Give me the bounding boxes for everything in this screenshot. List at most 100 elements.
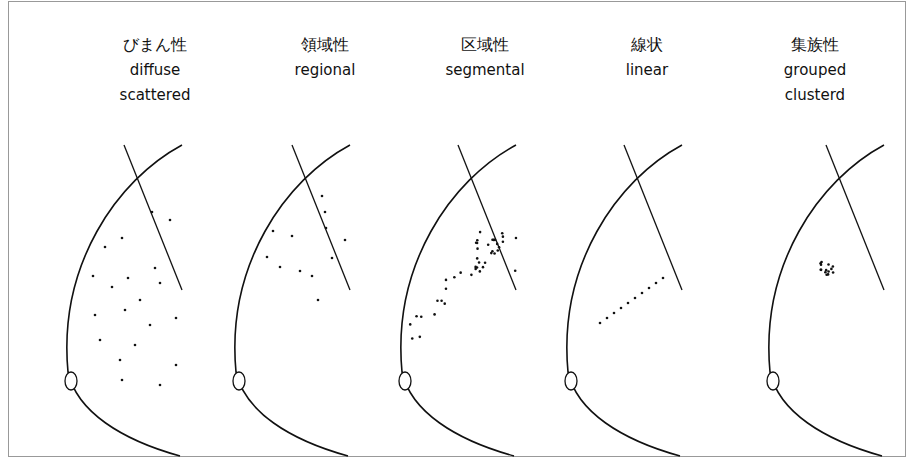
calcification-dot: [459, 271, 462, 274]
calcification-dot: [820, 269, 823, 272]
calcification-dot: [139, 299, 142, 302]
calcification-dot: [299, 270, 302, 273]
calcification-dot: [620, 307, 623, 310]
calcification-dot: [324, 211, 327, 214]
pattern-term: segmental: [445, 61, 524, 79]
frame: [9, 2, 906, 457]
calcification-dot: [344, 239, 347, 242]
calcification-dot: [832, 271, 835, 274]
calcification-dot: [159, 282, 162, 285]
calcification-dot: [627, 302, 630, 305]
pattern-title: びまん性: [123, 35, 187, 54]
calcification-dot: [496, 249, 499, 252]
pattern-title: 線状: [631, 35, 663, 54]
calcification-dot: [151, 211, 154, 214]
pattern-term: diffuse: [130, 61, 181, 79]
calcification-dot: [127, 277, 130, 280]
nipple: [399, 372, 411, 390]
pattern-term: grouped: [784, 61, 846, 79]
calcification-dot: [92, 275, 95, 278]
calcification-dot: [641, 292, 644, 295]
calcification-dot: [827, 270, 830, 273]
calcification-dot: [159, 384, 162, 387]
pattern-term: regional: [295, 61, 356, 79]
calcification-dot: [502, 235, 505, 238]
calcification-dot: [317, 299, 320, 302]
calcification-dot: [411, 337, 414, 340]
calcification-dot: [266, 256, 269, 259]
calcification-dot: [420, 315, 423, 318]
breast-contour: [67, 145, 182, 456]
calcification-dot: [175, 317, 178, 320]
pattern-title: 集族性: [791, 35, 839, 54]
calcification-dot: [478, 261, 481, 264]
calcification-dot: [104, 246, 107, 249]
calcification-dot: [175, 364, 178, 367]
calcification-dot: [119, 359, 122, 362]
calcification-dot: [409, 323, 412, 326]
calcification-dot: [453, 276, 456, 279]
breast-outline: [399, 145, 517, 456]
calcification-dot: [482, 266, 485, 269]
calcification-dot: [279, 266, 282, 269]
axis-line: [292, 145, 350, 290]
calcification-dot: [124, 309, 127, 312]
axis-line: [458, 145, 516, 290]
calcification-dot: [476, 247, 479, 250]
calcification-dot: [325, 227, 328, 230]
axis-line: [624, 145, 682, 290]
pattern-term: scattered: [120, 86, 191, 104]
calcification-dot: [819, 269, 822, 272]
nipple: [65, 372, 77, 390]
calcification-dot: [606, 317, 609, 320]
calcification-dot: [492, 239, 495, 242]
calcification-dot: [487, 243, 490, 246]
calcification-dot: [436, 300, 439, 303]
calcification-dot: [111, 286, 114, 289]
breast-contour: [769, 145, 884, 456]
calcification-dot: [415, 315, 418, 318]
calcification-dot: [149, 324, 152, 327]
calcification-dot: [498, 246, 501, 249]
nipple: [233, 372, 245, 390]
calcification-dot: [502, 240, 505, 243]
calcification-dot: [433, 313, 436, 316]
calcification-dot: [476, 242, 479, 245]
calcification-dot: [121, 379, 124, 382]
pattern-term: clusterd: [785, 86, 845, 104]
calcification-dot: [476, 239, 479, 242]
pattern-title: 領域性: [301, 35, 349, 54]
calcification-dot: [476, 257, 479, 260]
breast-outline: [565, 145, 682, 456]
calcification-dot: [599, 322, 602, 325]
breast-outline: [233, 145, 350, 456]
calcification-dot: [99, 339, 102, 342]
calcification-dot: [832, 265, 835, 268]
calcification-dot: [331, 257, 334, 260]
calcification-dot: [134, 344, 137, 347]
calcification-dot: [311, 275, 314, 278]
pattern-term: linear: [626, 61, 668, 79]
calcification-dot: [94, 314, 97, 317]
calcification-dot: [820, 263, 823, 266]
calcification-dot: [825, 273, 828, 276]
breast-outline: [767, 145, 884, 456]
calcification-dot: [272, 230, 275, 233]
nipple: [565, 372, 577, 390]
calcification-dot: [824, 271, 827, 274]
axis-line: [826, 145, 884, 290]
breast-contour: [567, 145, 682, 456]
calcification-dot: [648, 287, 651, 290]
calcification-dot: [475, 241, 478, 244]
calcification-dot: [445, 279, 448, 282]
calcification-dot: [634, 297, 637, 300]
calcification-dot: [470, 274, 473, 277]
calcification-dot: [154, 267, 157, 270]
calcification-dot: [440, 299, 443, 302]
calcification-dot: [121, 237, 124, 240]
calcification-dot: [291, 235, 294, 238]
breast-outline: [65, 145, 182, 456]
calcification-dot: [490, 252, 493, 255]
calcification-dot: [443, 302, 446, 305]
